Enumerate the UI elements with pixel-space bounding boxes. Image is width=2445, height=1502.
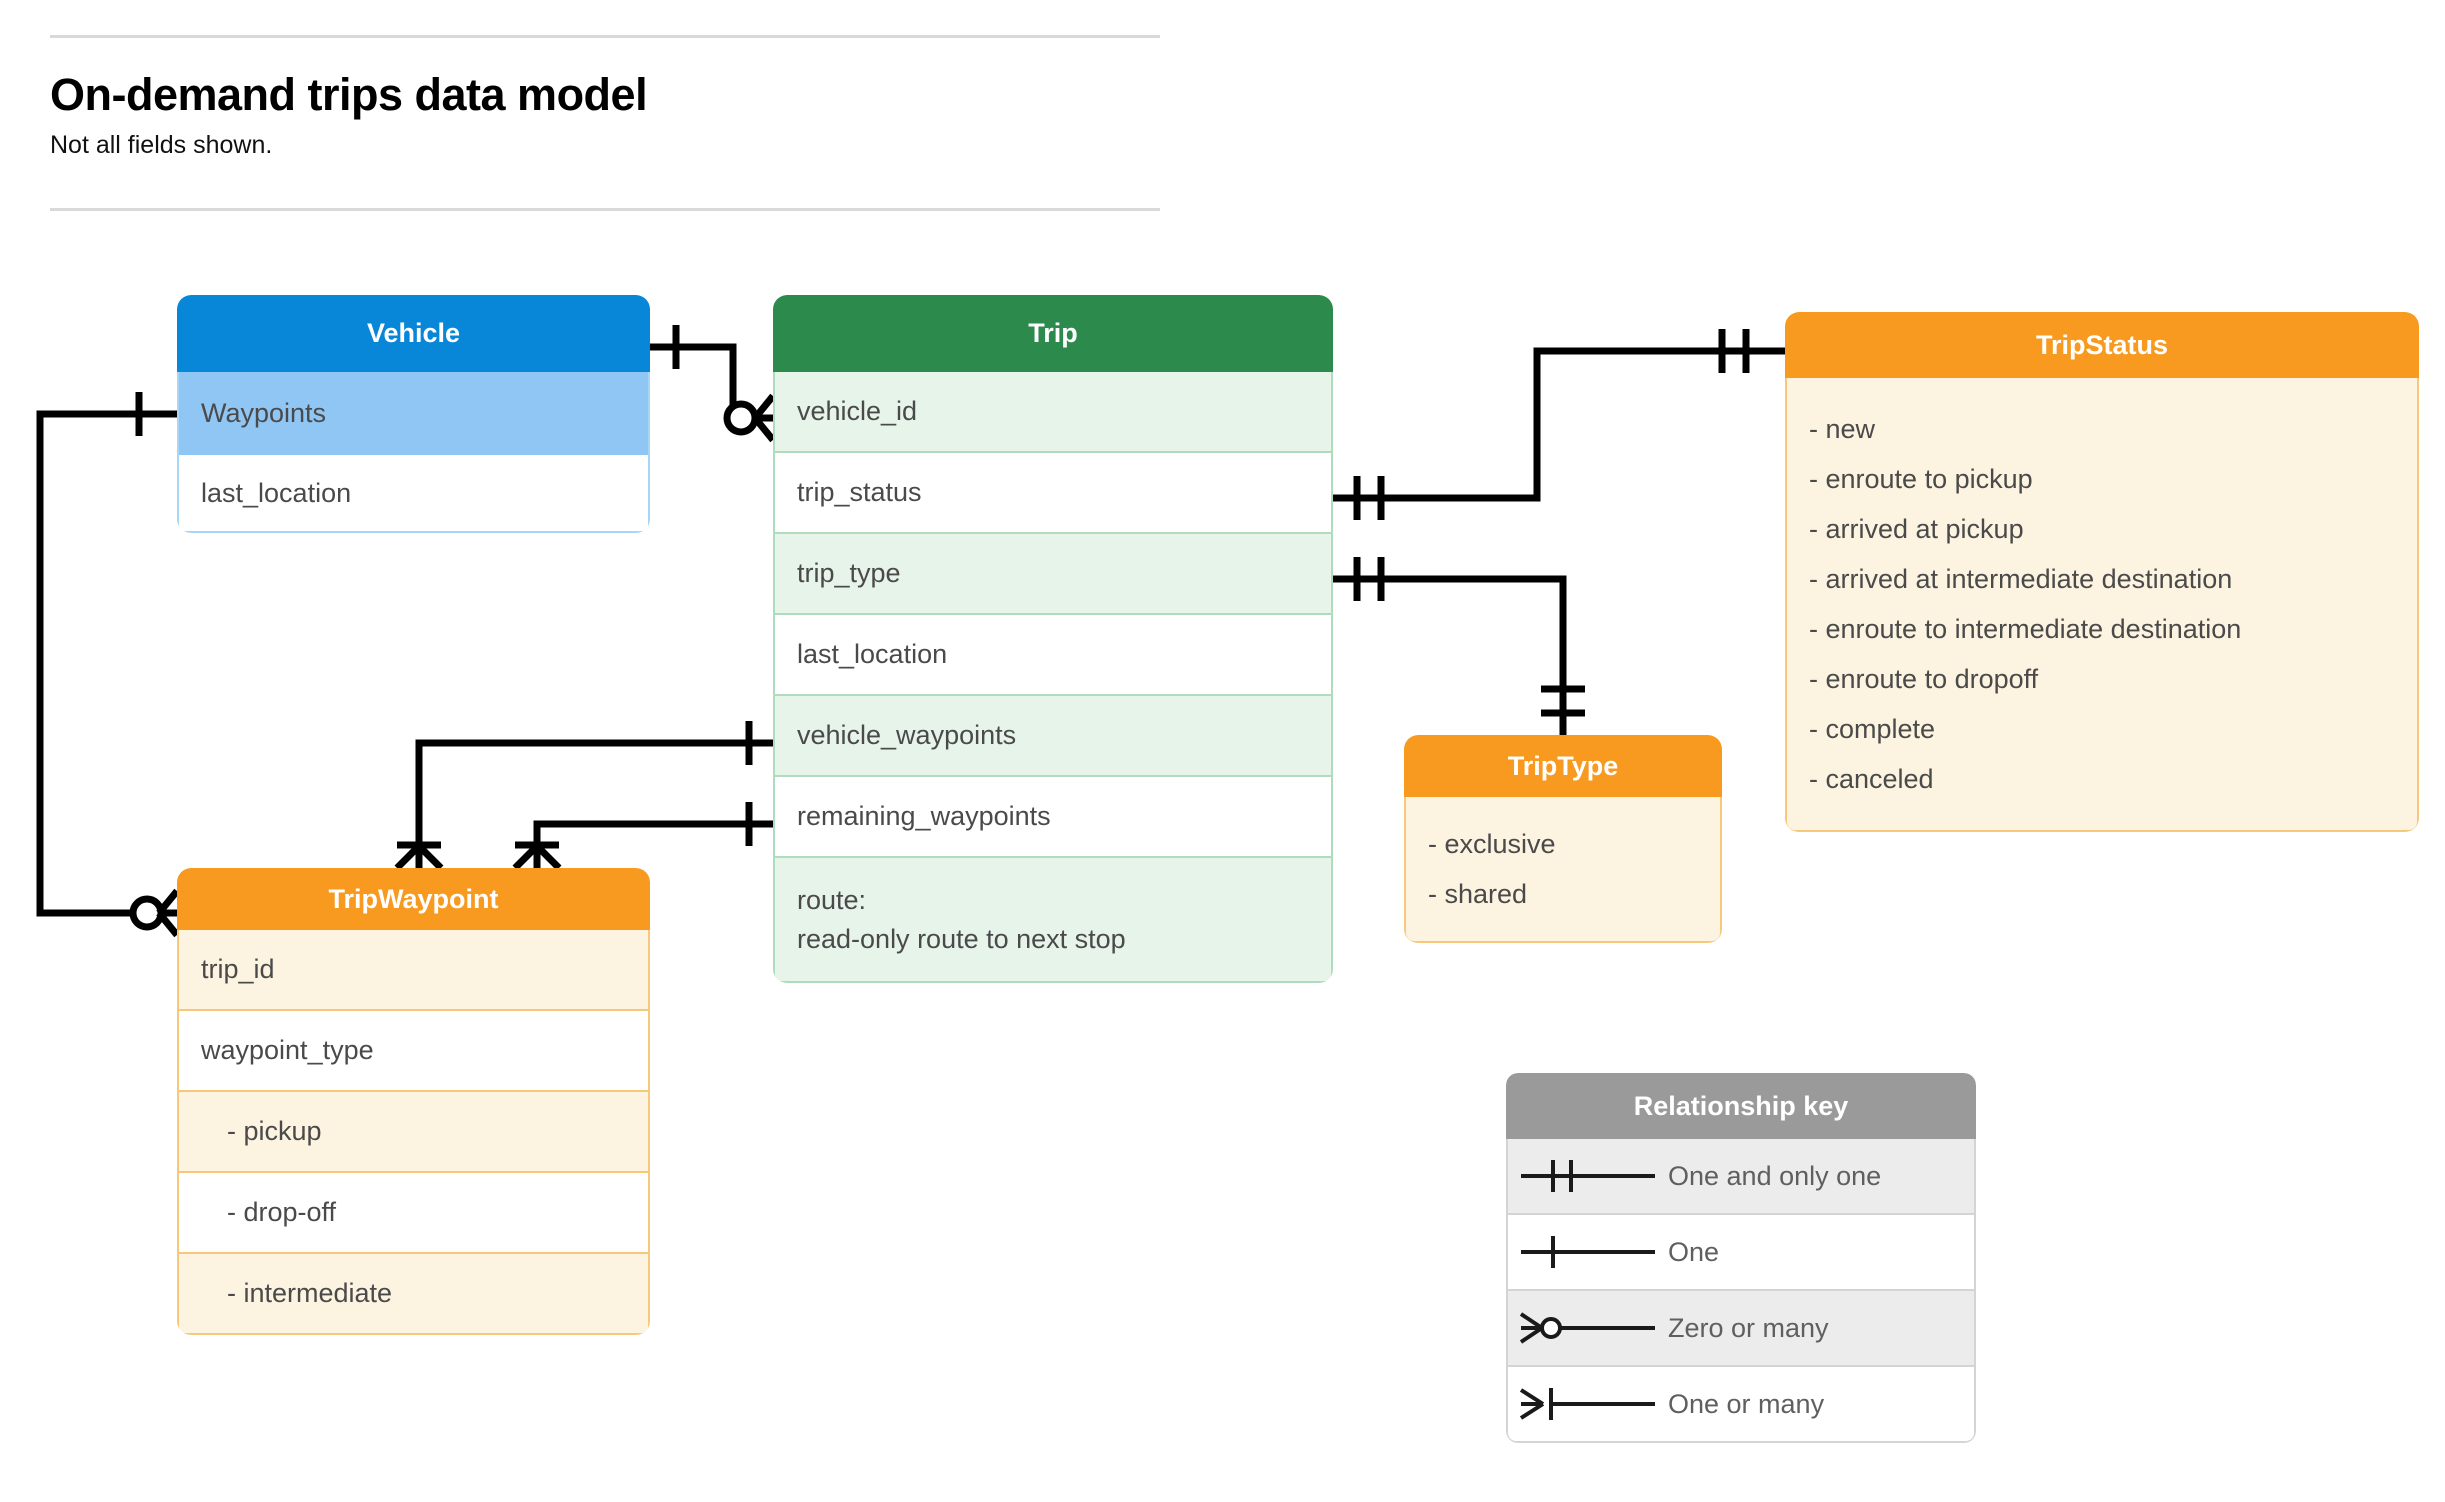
field-label: waypoint_type (201, 1035, 374, 1065)
crowsfoot-tripwaypoint-left (156, 888, 180, 938)
entity-triptype[interactable]: TripType - exclusive - shared (1404, 735, 1722, 943)
one-and-only-one-icon (1508, 1152, 1668, 1200)
legend-item-one-or-many: One or many (1506, 1367, 1976, 1443)
enum-value: - enroute to pickup (1809, 464, 2033, 494)
connector-remaining-waypoints-field (533, 820, 773, 868)
field-label: trip_id (201, 954, 275, 984)
field-trip-route[interactable]: route: read-only route to next stop (773, 858, 1333, 983)
header-divider-bottom (50, 208, 1160, 211)
entity-trip-title: Trip (773, 295, 1333, 372)
legend-label: One and only one (1668, 1160, 1882, 1191)
zero-circle-tripwaypoint-left (129, 895, 165, 931)
crowsfoot-vehicle-waypoints (394, 843, 444, 871)
entity-vehicle[interactable]: Vehicle Waypoints last_location (177, 295, 650, 533)
entity-tripwaypoint[interactable]: TripWaypoint trip_id waypoint_type - pic… (177, 868, 650, 1335)
enum-tripwaypoint-dropoff[interactable]: - drop-off (177, 1173, 650, 1254)
entity-triptype-values: - exclusive - shared (1404, 797, 1722, 943)
entity-tripstatus[interactable]: TripStatus - new - enroute to pickup - a… (1785, 312, 2419, 832)
legend-item-zero-or-many: Zero or many (1506, 1291, 1976, 1367)
field-trip-last-location[interactable]: last_location (773, 615, 1333, 696)
enum-value: - canceled (1809, 764, 1934, 794)
legend-item-one-and-only-one: One and only one (1506, 1139, 1976, 1215)
header-divider-top (50, 35, 1160, 38)
entity-tripstatus-title: TripStatus (1785, 312, 2419, 378)
field-trip-vehicle-waypoints[interactable]: vehicle_waypoints (773, 696, 1333, 777)
crowsfoot-trip-vehicleid (752, 393, 776, 443)
field-trip-remaining-waypoints[interactable]: remaining_waypoints (773, 777, 1333, 858)
legend-title: Relationship key (1506, 1073, 1976, 1139)
entity-trip[interactable]: Trip vehicle_id trip_status trip_type la… (773, 295, 1333, 983)
enum-value: - complete (1809, 714, 1936, 744)
enum-value: - drop-off (227, 1197, 337, 1227)
field-trip-vehicle-id[interactable]: vehicle_id (773, 372, 1333, 453)
page-header: On-demand trips data model Not all field… (50, 35, 1160, 159)
zero-or-many-icon (1508, 1304, 1668, 1352)
connector-vehicle-waypoints-to-tripwaypoint (36, 410, 177, 917)
enum-value: - enroute to dropoff (1809, 664, 2039, 694)
field-label: last_location (201, 477, 352, 508)
page-title: On-demand trips data model (50, 69, 648, 120)
page-subtitle: Not all fields shown. (50, 130, 273, 159)
field-tripwaypoint-trip-id[interactable]: trip_id (177, 930, 650, 1011)
field-vehicle-last-location[interactable]: last_location (177, 455, 650, 533)
enum-value: - new (1809, 414, 1876, 444)
enum-value: - arrived at pickup (1809, 514, 2024, 544)
relationship-key-legend[interactable]: Relationship key One and only one One (1506, 1073, 1976, 1443)
entity-tripstatus-values: - new - enroute to pickup - arrived at p… (1785, 378, 2419, 832)
legend-item-one: One (1506, 1215, 1976, 1291)
enum-tripwaypoint-pickup[interactable]: - pickup (177, 1092, 650, 1173)
connector-vehicle-waypoints-field (415, 739, 773, 868)
one-icon (1508, 1228, 1668, 1276)
field-label: trip_status (797, 477, 922, 507)
connector-triptype (1333, 575, 1567, 735)
field-trip-trip-status[interactable]: trip_status (773, 453, 1333, 534)
enum-value: - exclusive (1428, 829, 1556, 859)
field-tripwaypoint-waypoint-type[interactable]: waypoint_type (177, 1011, 650, 1092)
field-label: vehicle_id (797, 396, 918, 426)
connector-vehicle-to-trip-vehicleid (650, 343, 756, 422)
enum-value: - intermediate (227, 1278, 393, 1308)
entity-triptype-title: TripType (1404, 735, 1722, 797)
enum-value: - enroute to intermediate destination (1809, 614, 2242, 644)
field-description: read-only route to next stop (797, 923, 1126, 954)
field-label: remaining_waypoints (797, 801, 1051, 831)
enum-value: - pickup (227, 1116, 322, 1146)
legend-label: One (1668, 1236, 1720, 1267)
field-trip-trip-type[interactable]: trip_type (773, 534, 1333, 615)
one-or-many-icon (1508, 1380, 1668, 1428)
legend-label: One or many (1668, 1388, 1825, 1419)
field-label: route: (797, 885, 867, 916)
field-label: vehicle_waypoints (797, 720, 1017, 750)
zero-circle-trip-vehicleid (723, 400, 759, 436)
connector-tripstatus (1333, 347, 1785, 502)
field-label: Waypoints (201, 398, 327, 428)
field-label: trip_type (797, 558, 901, 588)
legend-label: Zero or many (1668, 1312, 1829, 1343)
field-label: last_location (797, 639, 948, 669)
crowsfoot-remaining-waypoints (512, 843, 562, 871)
enum-value: - shared (1428, 879, 1528, 909)
field-vehicle-waypoints[interactable]: Waypoints (177, 372, 650, 455)
entity-vehicle-title: Vehicle (177, 295, 650, 372)
entity-tripwaypoint-title: TripWaypoint (177, 868, 650, 930)
enum-tripwaypoint-intermediate[interactable]: - intermediate (177, 1254, 650, 1335)
enum-value: - arrived at intermediate destination (1809, 564, 2233, 594)
